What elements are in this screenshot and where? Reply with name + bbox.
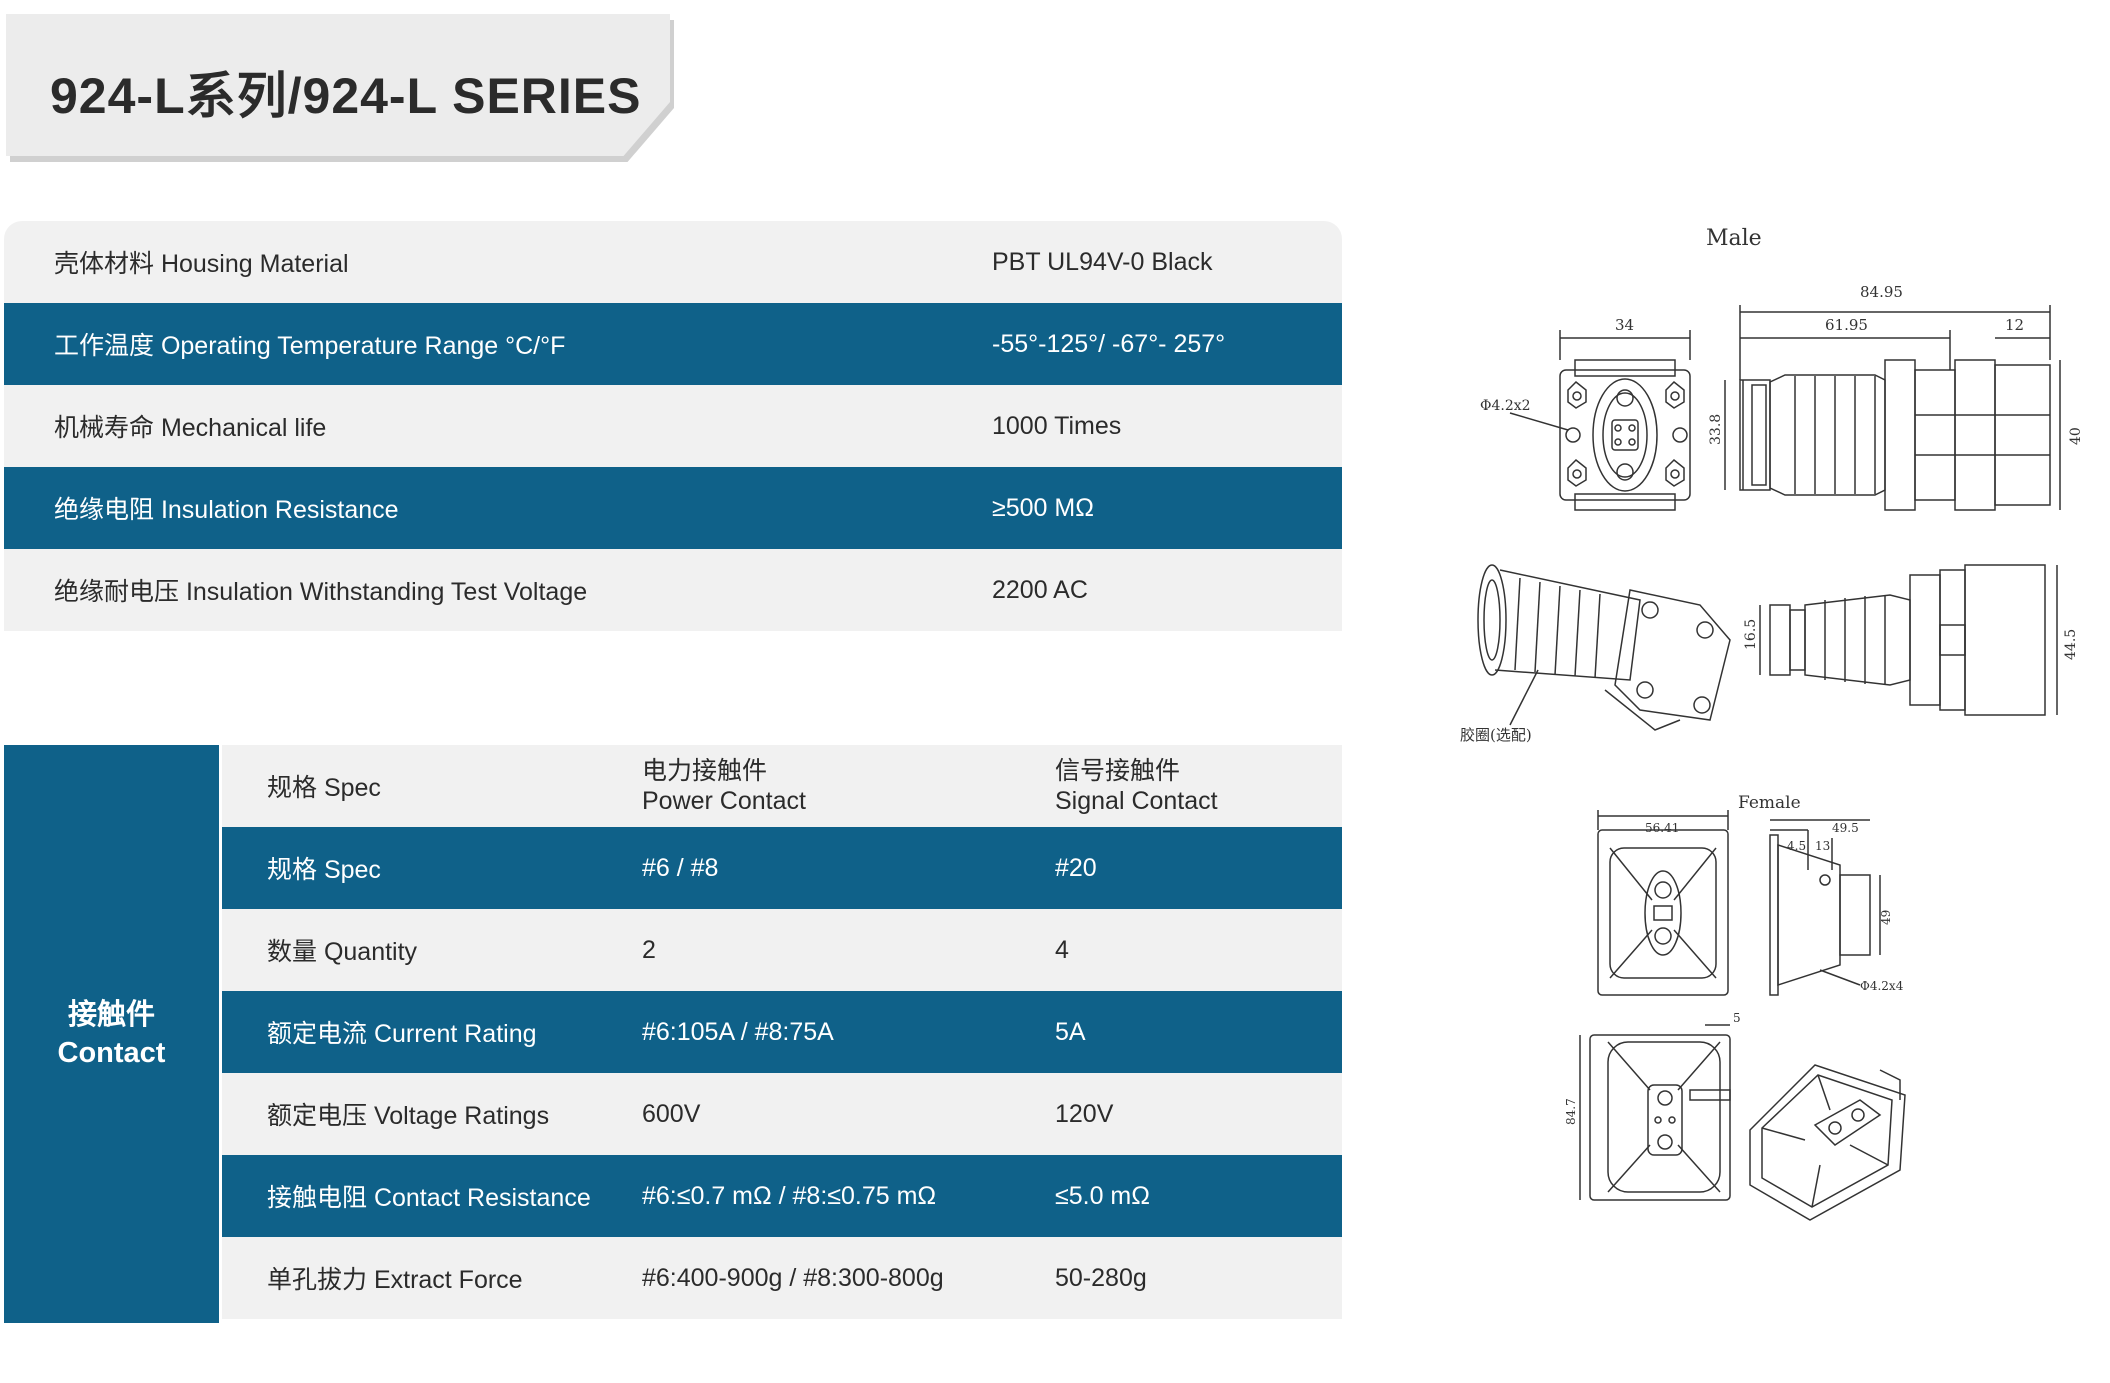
table-row: 单孔拔力 Extract Force #6:400-900g / #8:300-…	[222, 1237, 1342, 1319]
table-row: 额定电压 Voltage Ratings 600V 120V	[222, 1073, 1342, 1155]
contact-side-cn: 接触件	[67, 999, 155, 1031]
row-power: 600V	[642, 1099, 701, 1128]
male-dim-body-diameter: 16.5	[1743, 619, 1759, 650]
spec-row-insulation-resistance: 绝缘电阻 Insulation Resistance ≥500 MΩ	[4, 467, 1342, 549]
spec-row-withstanding-voltage: 绝缘耐电压 Insulation Withstanding Test Volta…	[4, 549, 1342, 631]
row-power: #6:105A / #8:75A	[642, 1017, 834, 1046]
male-dim-panel-height: 44.5	[2063, 629, 2079, 660]
row-signal: 5A	[1055, 1017, 1086, 1046]
table-row: 接触电阻 Contact Resistance #6:≤0.7 mΩ / #8:…	[222, 1155, 1342, 1237]
contact-side-label: 接触件 Contact	[4, 745, 219, 1323]
spec-label: 绝缘电阻 Insulation Resistance	[54, 496, 399, 524]
spec-label: 绝缘耐电压 Insulation Withstanding Test Volta…	[54, 578, 588, 606]
male-dim-flange: 12	[2005, 316, 2024, 334]
spec-label: 壳体材料 Housing Material	[54, 250, 349, 278]
row-power: #6:≤0.7 mΩ / #8:≤0.75 mΩ	[642, 1181, 937, 1210]
header-signal-contact: 信号接触件 Signal Contact	[1055, 756, 1342, 816]
row-power: #6 / #8	[642, 853, 719, 882]
header-power-contact: 电力接触件 Power Contact	[642, 756, 1055, 816]
row-signal: 4	[1055, 935, 1069, 964]
drawings-svg: Male 84.95 61.95 12 34 Φ4.2x2 33.8 40 16…	[1460, 226, 2084, 1221]
row-signal: 120V	[1055, 1099, 1114, 1128]
male-note-gasket: 胶圈(选配)	[1460, 726, 1532, 744]
male-dim-flange-height: 40	[2068, 427, 2084, 445]
header-signal-en: Signal Contact	[1055, 787, 1218, 815]
contact-header-row: 规格 Spec 电力接触件 Power Contact 信号接触件 Signal…	[222, 745, 1342, 827]
spec-row-temperature: 工作温度 Operating Temperature Range °C/°F -…	[4, 303, 1342, 385]
spec-value: 2200 AC	[992, 575, 1088, 604]
female-side-view	[1769, 819, 1881, 996]
spec-value: PBT UL94V-0 Black	[992, 247, 1213, 276]
row-power: #6:400-900g / #8:300-800g	[642, 1263, 944, 1292]
table-row: 规格 Spec #6 / #8 #20	[222, 827, 1342, 909]
female-front-view	[1597, 810, 1729, 996]
header-power-cn: 电力接触件	[642, 757, 768, 785]
female-back-view	[1579, 1024, 1731, 1201]
spec-label: 机械寿命 Mechanical life	[54, 414, 327, 442]
row-power: 2	[642, 935, 656, 964]
female-iso-view	[1749, 1064, 1906, 1221]
male-iso-view	[1477, 564, 1731, 731]
header-power-en: Power Contact	[642, 787, 806, 815]
row-signal: ≤5.0 mΩ	[1055, 1181, 1150, 1210]
table-row: 数量 Quantity 2 4	[222, 909, 1342, 991]
header-spec: 规格 Spec	[267, 774, 381, 802]
row-label: 数量 Quantity	[267, 938, 418, 966]
page-title: 924-L系列/924-L SERIES	[50, 68, 642, 124]
contact-specs-table: 接触件 Contact 规格 Spec 电力接触件 Power Contact …	[4, 745, 1342, 1323]
title-banner	[6, 14, 670, 156]
contact-side-en: Contact	[57, 1037, 166, 1069]
male-dim-body: 61.95	[1825, 316, 1868, 334]
row-label: 额定电压 Voltage Ratings	[267, 1102, 550, 1130]
spec-label: 工作温度 Operating Temperature Range °C/°F	[54, 332, 566, 360]
spec-row-mechanical-life: 机械寿命 Mechanical life 1000 Times	[4, 385, 1342, 467]
male-label: Male	[1706, 226, 1762, 251]
female-dim-overall-height: 84.7	[1564, 1098, 1578, 1125]
spec-value: -55°-125°/ -67°- 257°	[992, 329, 1226, 358]
male-dim-hole: Φ4.2x2	[1480, 398, 1531, 414]
header-signal-cn: 信号接触件	[1055, 757, 1181, 785]
female-dim-flange: 4.5	[1787, 839, 1806, 853]
general-specs-table: 壳体材料 Housing Material PBT UL94V-0 Black …	[4, 221, 1342, 631]
female-dim-gap: 13	[1815, 839, 1830, 853]
row-label: 额定电流 Current Rating	[267, 1020, 537, 1048]
male-side-view-2	[1759, 564, 2058, 716]
female-label: Female	[1738, 793, 1801, 813]
male-side-view	[1724, 305, 2061, 511]
row-label: 单孔拔力 Extract Force	[267, 1266, 523, 1294]
row-signal: #20	[1055, 853, 1097, 882]
male-dim-height: 33.8	[1708, 414, 1724, 445]
spec-value: ≥500 MΩ	[992, 493, 1094, 522]
row-signal: 50-280g	[1055, 1263, 1147, 1292]
male-front-view	[1509, 330, 1691, 511]
female-dim-depth: 49.5	[1832, 821, 1859, 835]
row-label: 规格 Spec	[267, 856, 381, 884]
spec-value: 1000 Times	[992, 411, 1122, 440]
female-dim-offset: 5	[1733, 1011, 1741, 1025]
row-label: 接触电阻 Contact Resistance	[267, 1184, 591, 1212]
male-dim-overall: 84.95	[1860, 283, 1903, 301]
male-dim-width: 34	[1615, 316, 1634, 334]
spec-row-housing: 壳体材料 Housing Material PBT UL94V-0 Black	[4, 221, 1342, 303]
female-dim-width: 56.41	[1645, 821, 1679, 835]
contact-table-body: 规格 Spec 电力接触件 Power Contact 信号接触件 Signal…	[222, 745, 1342, 1319]
technical-drawings: Male 84.95 61.95 12 34 Φ4.2x2 33.8 40 16…	[1440, 210, 2110, 1330]
table-row: 额定电流 Current Rating #6:105A / #8:75A 5A	[222, 991, 1342, 1073]
female-dim-height: 49	[1879, 910, 1893, 925]
female-dim-hole: Φ4.2x4	[1860, 979, 1904, 993]
